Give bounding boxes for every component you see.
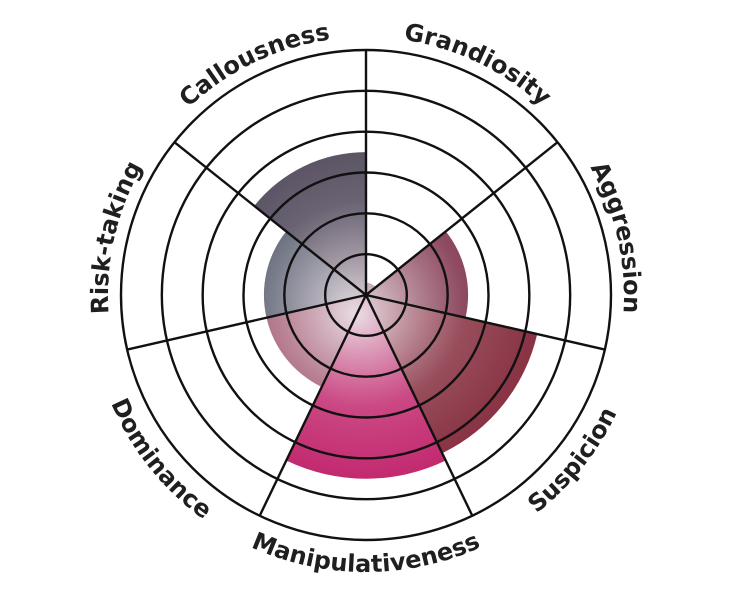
axis-label-aggression: Aggression [585, 157, 646, 314]
grid-spoke-5 [258, 294, 368, 517]
axis-label-risk-taking: Risk-taking [86, 156, 148, 314]
grid-group [119, 48, 613, 542]
sector-manipulativeness [286, 295, 446, 479]
sector-aggression [366, 231, 469, 318]
sector-group [254, 152, 538, 479]
sector-callousness [254, 152, 366, 295]
axis-label-grandiosity: Grandiosity [402, 18, 557, 111]
sector-suspicion [366, 295, 538, 454]
grid-spoke-7 [173, 141, 367, 296]
grid-spoke-4 [364, 294, 474, 517]
sector-dominance [266, 295, 366, 387]
grid-spoke-6 [126, 293, 367, 351]
grid-spoke-3 [365, 293, 606, 351]
axis-label-suspicion: Suspicion [522, 403, 622, 518]
axis-label-manipulativeness: Manipulativeness [248, 527, 483, 578]
grid-spoke-2 [365, 141, 559, 296]
sector-risk-taking [263, 231, 366, 318]
